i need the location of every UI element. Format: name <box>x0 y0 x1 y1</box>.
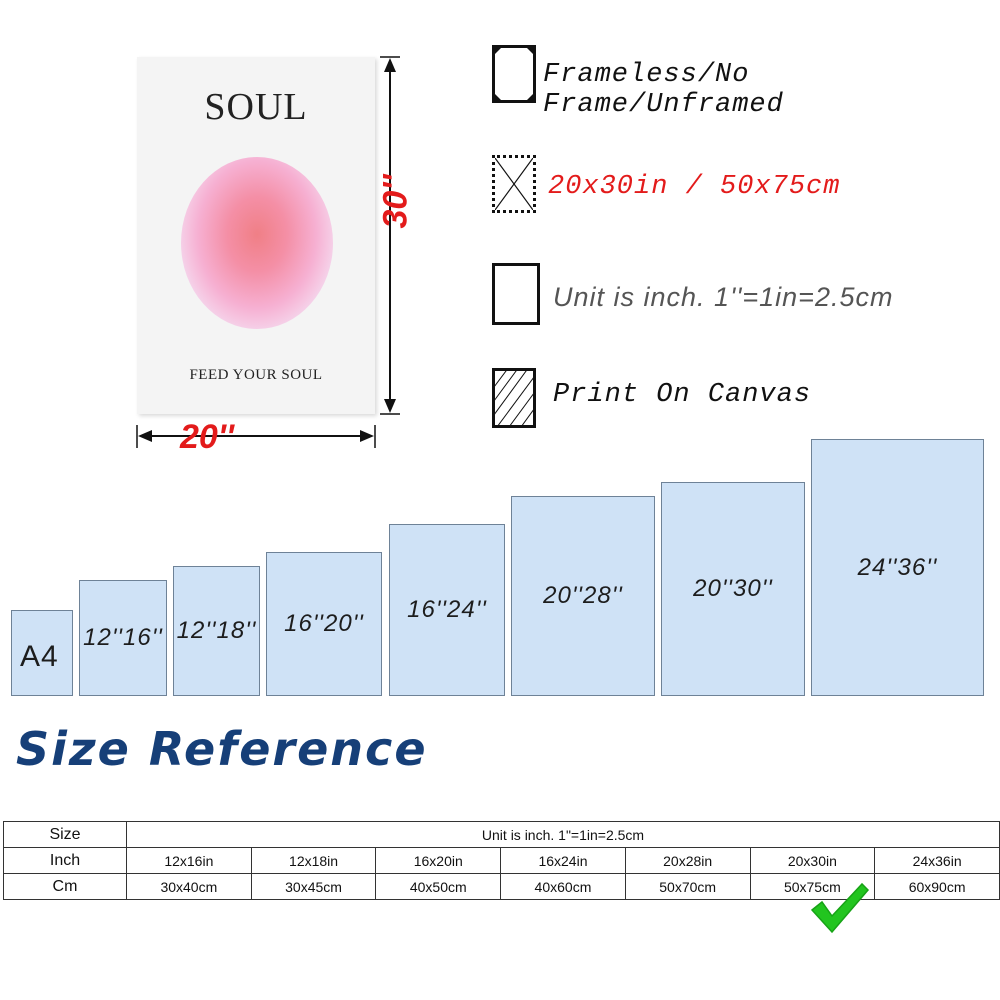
table-cell: 24x36in <box>874 847 1000 874</box>
table-cell: 50x70cm <box>624 873 751 900</box>
table-row-label: Cm <box>3 873 127 900</box>
frameless-icon <box>492 45 536 103</box>
poster-preview: SOUL FEED YOUR SOUL <box>137 57 375 414</box>
height-label: 30'' <box>376 174 415 229</box>
table-cell: 40x50cm <box>375 873 502 900</box>
poster-title: SOUL <box>204 86 308 128</box>
size-table: Size Unit is inch. 1"=1in=2.5cm Inch 12x… <box>3 821 1000 900</box>
size-box-12x18: 12''18'' <box>173 566 260 696</box>
table-cell: 20x30in <box>749 847 876 874</box>
legend-canvas-label: Print On Canvas <box>553 380 812 410</box>
table-cell: 20x28in <box>624 847 751 874</box>
width-label: 20'' <box>180 418 234 456</box>
table-cell: 16x24in <box>500 847 626 874</box>
table-unit-note: Unit is inch. 1"=1in=2.5cm <box>126 821 1000 848</box>
table-row-label: Size <box>3 821 127 848</box>
legend-frameless-label: Frameless/No Frame/Unframed <box>543 60 784 120</box>
legend-unit-label: Unit is inch. 1''=1in=2.5cm <box>553 282 894 312</box>
size-box-16x20: 16''20'' <box>266 552 382 696</box>
table-cell: 40x60cm <box>500 873 626 900</box>
table-cell: 16x20in <box>375 847 502 874</box>
checkmark-icon <box>810 882 870 934</box>
size-box-12x16: 12''16'' <box>79 580 167 696</box>
canvas-hatch-icon <box>492 368 536 428</box>
table-cell: 30x45cm <box>250 873 377 900</box>
size-box-a4: A4 <box>11 610 73 696</box>
size-box-24x36: 24''36'' <box>811 439 984 696</box>
legend-size-label: 20x30in / 50x75cm <box>548 172 841 202</box>
unit-frame-icon <box>492 263 540 325</box>
size-box-20x28: 20''28'' <box>511 496 655 696</box>
table-cell: 12x18in <box>250 847 377 874</box>
table-row: Cm 30x40cm 30x45cm 40x50cm 40x60cm 50x70… <box>3 873 1000 900</box>
poster-aura-image <box>181 157 333 329</box>
table-cell: 30x40cm <box>126 873 252 900</box>
size-reference-title: Size Reference <box>16 722 428 776</box>
table-cell: 60x90cm <box>874 873 1000 900</box>
dimension-arrows <box>136 56 400 448</box>
size-box-16x24: 16''24'' <box>389 524 505 696</box>
size-box-20x30: 20''30'' <box>661 482 805 696</box>
size-cross-icon <box>492 155 536 213</box>
table-row-label: Inch <box>3 847 127 874</box>
table-header-row: Size Unit is inch. 1"=1in=2.5cm <box>3 821 1000 848</box>
table-cell: 12x16in <box>126 847 252 874</box>
table-row: Inch 12x16in 12x18in 16x20in 16x24in 20x… <box>3 847 1000 874</box>
poster-subtitle: FEED YOUR SOUL <box>189 367 323 383</box>
